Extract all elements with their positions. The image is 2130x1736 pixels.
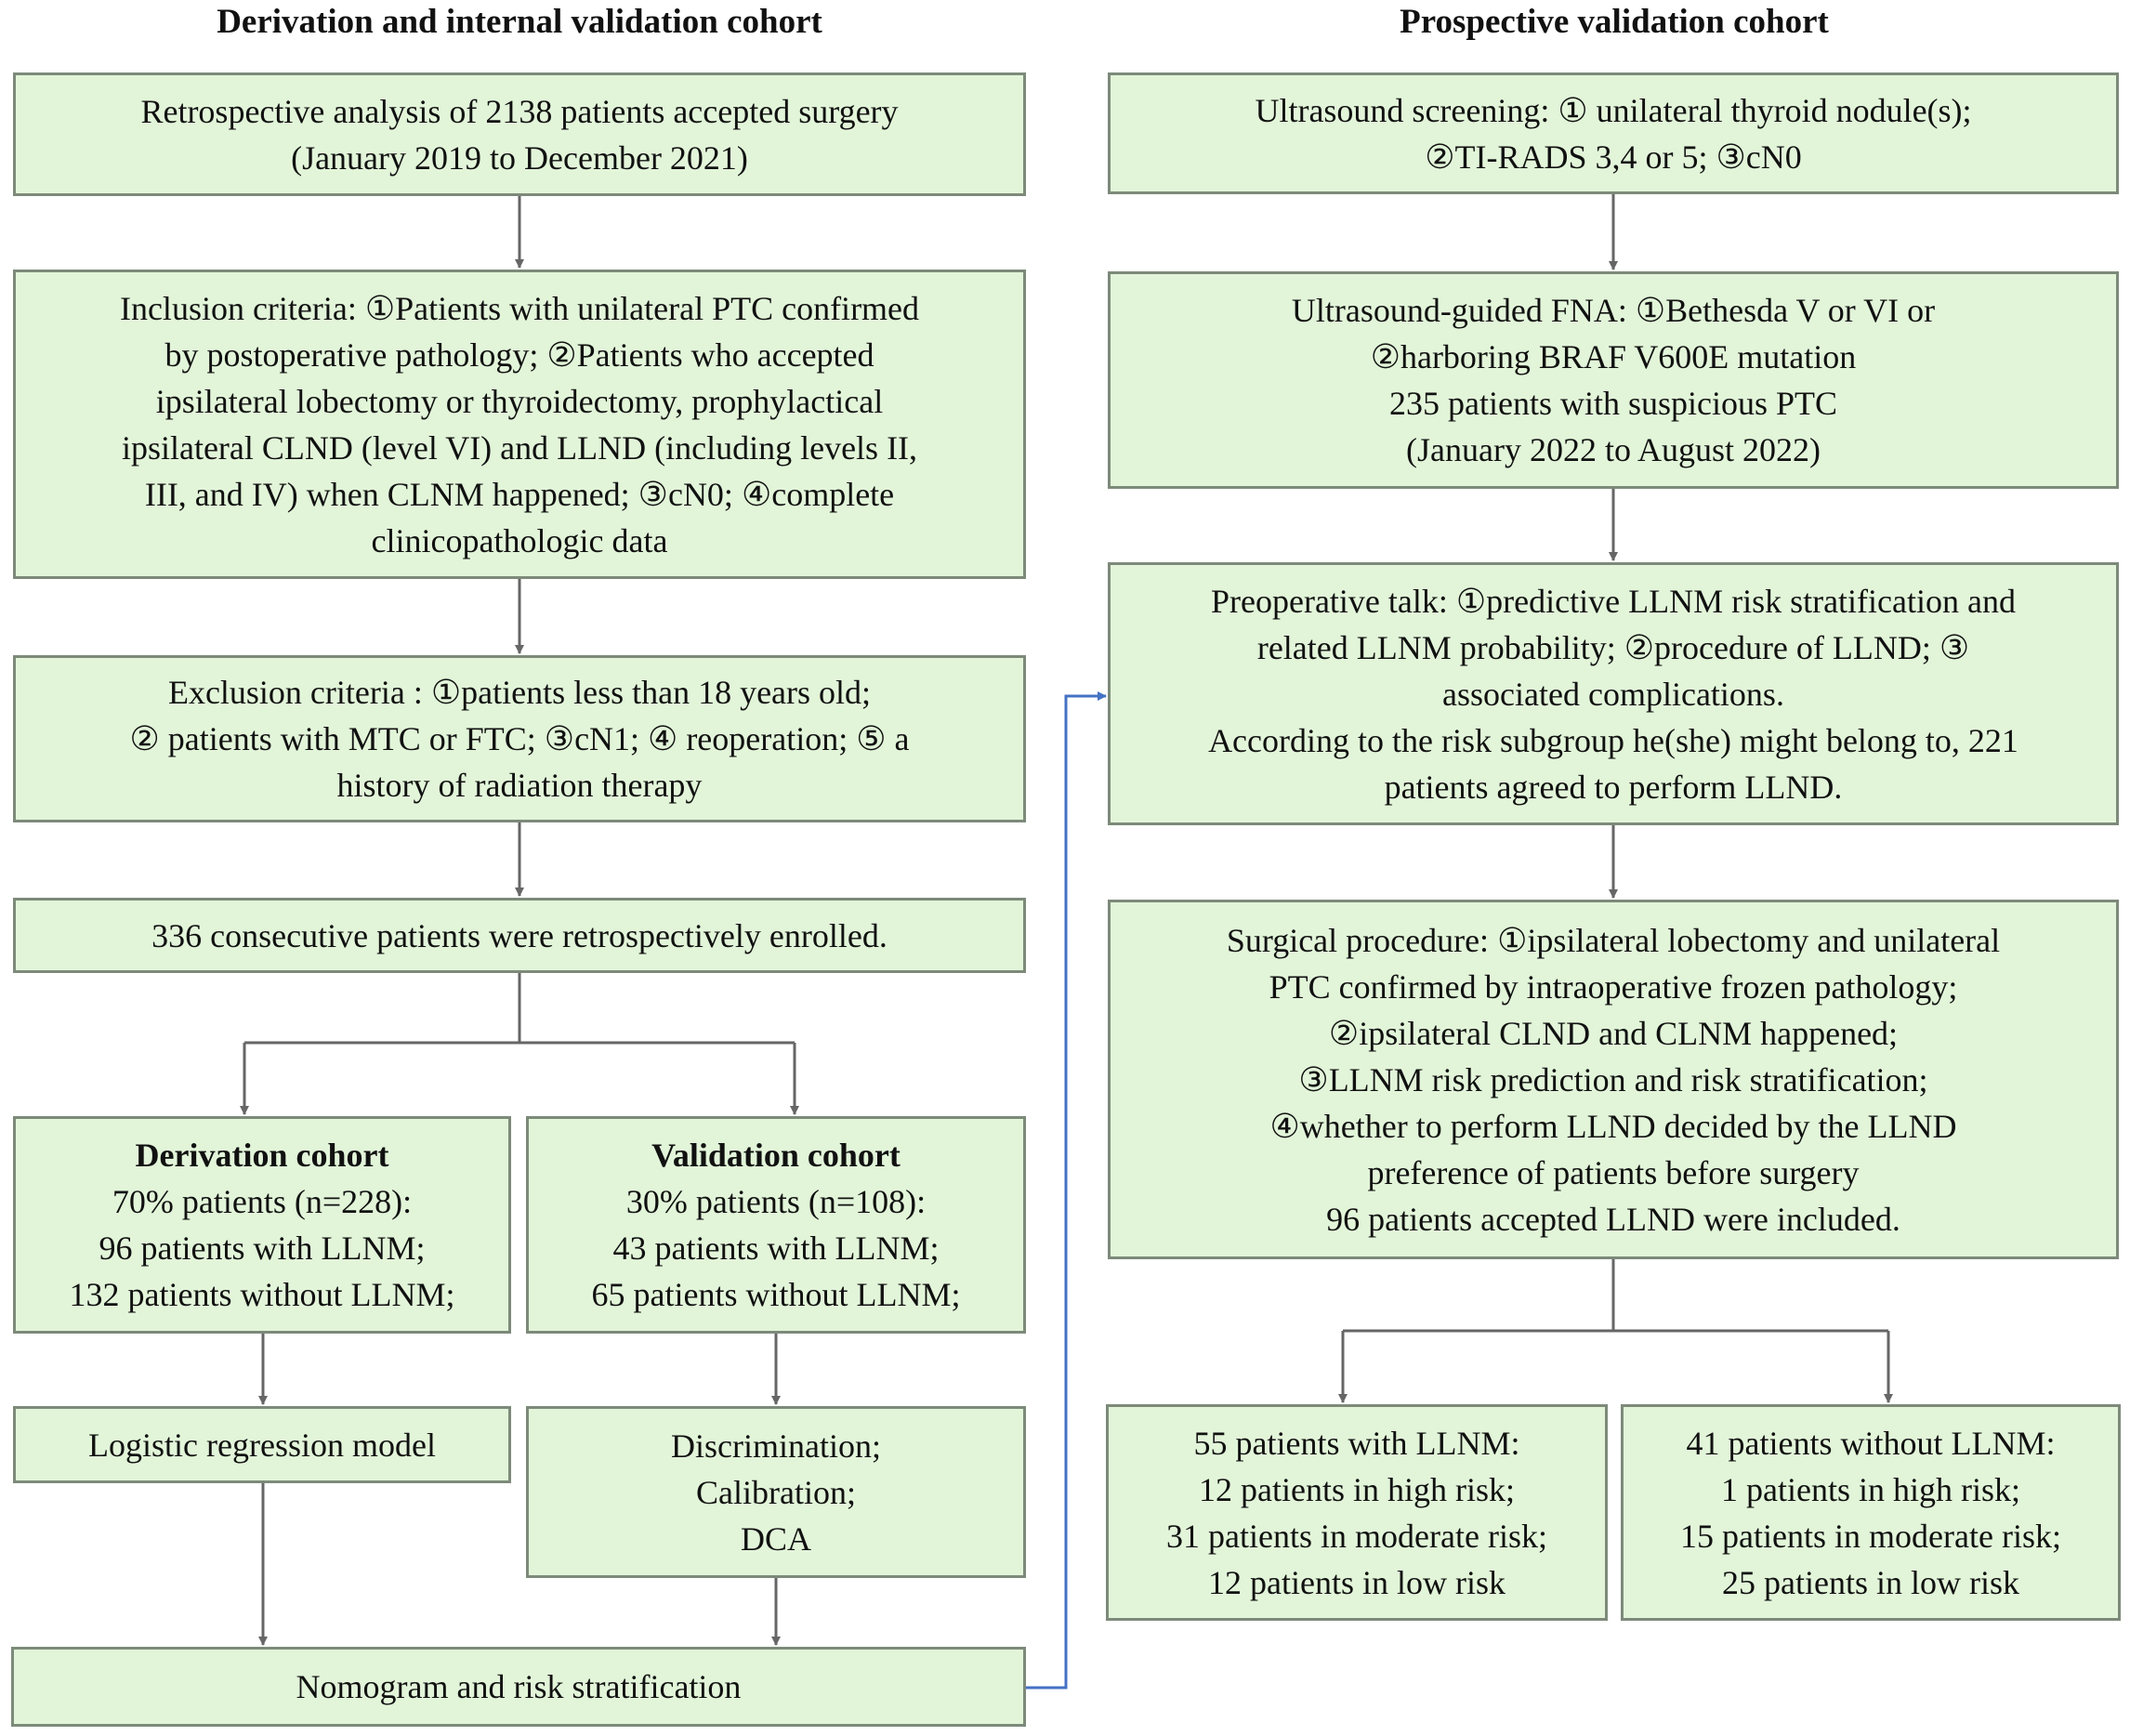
- derivation-line-2: 96 patients with LLNM;: [99, 1230, 426, 1267]
- left-header: Derivation and internal validation cohor…: [217, 3, 822, 41]
- right-header: Prospective validation cohort: [1400, 3, 1829, 41]
- inclusion-line-6: clinicopathologic data: [371, 521, 668, 559]
- validation-cohort-box: Validation cohort 30% patients (n=108): …: [526, 1116, 1026, 1334]
- exclusion-criteria-box: Exclusion criteria : ①patients less than…: [13, 655, 1026, 822]
- fna-line-1: Ultrasound-guided FNA: ①Bethesda V or VI…: [1291, 292, 1936, 329]
- without-llnm-line-3: 15 patients in moderate risk;: [1680, 1517, 2061, 1555]
- inclusion-criteria-box: Inclusion criteria: ①Patients with unila…: [13, 270, 1026, 579]
- ultrasound-line-2: ②TI-RADS 3,4 or 5; ③cN0: [1425, 138, 1802, 176]
- logistic-text: Logistic regression model: [88, 1426, 436, 1464]
- inclusion-line-5: III, and IV) when CLNM happened; ③cN0; ④…: [144, 475, 895, 513]
- retrospective-analysis-box: Retrospective analysis of 2138 patients …: [13, 72, 1026, 196]
- inclusion-line-2: by postoperative pathology; ②Patients wh…: [164, 335, 874, 374]
- discrimination-line-1: Discrimination;: [671, 1427, 881, 1465]
- surgical-line-7: 96 patients accepted LLND were included.: [1326, 1200, 1900, 1238]
- fna-line-4: (January 2022 to August 2022): [1406, 431, 1821, 468]
- validation-line-3: 65 patients without LLNM;: [591, 1276, 961, 1313]
- discrimination-line-2: Calibration;: [696, 1473, 856, 1511]
- inclusion-line-4: ipsilateral CLND (level VI) and LLND (in…: [121, 428, 918, 467]
- without-llnm-box: 41 patients without LLNM: 1 patients in …: [1621, 1404, 2121, 1621]
- inclusion-line-3: ipsilateral lobectomy or thyroidectomy, …: [155, 382, 884, 420]
- fna-box: Ultrasound-guided FNA: ①Bethesda V or VI…: [1108, 271, 2119, 489]
- fna-line-3: 235 patients with suspicious PTC: [1388, 385, 1837, 422]
- surgical-line-3: ②ipsilateral CLND and CLNM happened;: [1328, 1014, 1899, 1052]
- talk-line-2: related LLNM probability; ②procedure of …: [1256, 628, 1970, 666]
- without-llnm-line-2: 1 patients in high risk;: [1721, 1470, 2020, 1508]
- exclusion-line-3: history of radiation therapy: [336, 767, 703, 804]
- derivation-line-1: 70% patients (n=228):: [112, 1183, 413, 1220]
- link-nomogram-to-talk: [1026, 691, 1107, 1690]
- logistic-regression-box: Logistic regression model: [13, 1406, 511, 1483]
- surgical-line-4: ③LLNM risk prediction and risk stratific…: [1298, 1060, 1928, 1098]
- talk-line-1: Preoperative talk: ①predictive LLNM risk…: [1210, 582, 2016, 620]
- inclusion-line-1: Inclusion criteria: ①Patients with unila…: [119, 289, 920, 327]
- fna-line-2: ②harboring BRAF V600E mutation: [1370, 338, 1857, 375]
- enrolled-text: 336 consecutive patients were retrospect…: [151, 916, 888, 954]
- with-llnm-line-3: 31 patients in moderate risk;: [1166, 1517, 1547, 1555]
- ultrasound-screening-box: Ultrasound screening: ① unilateral thyro…: [1108, 72, 2119, 194]
- preoperative-talk-box: Preoperative talk: ①predictive LLNM risk…: [1108, 562, 2119, 825]
- with-llnm-line-1: 55 patients with LLNM:: [1193, 1424, 1520, 1462]
- retrospective-line-1: Retrospective analysis of 2138 patients …: [140, 92, 899, 130]
- with-llnm-box: 55 patients with LLNM: 12 patients in hi…: [1106, 1404, 1608, 1621]
- with-llnm-line-2: 12 patients in high risk;: [1199, 1470, 1515, 1508]
- derivation-title: Derivation cohort: [135, 1137, 389, 1174]
- exclusion-line-1: Exclusion criteria : ①patients less than…: [167, 674, 872, 711]
- derivation-cohort-box: Derivation cohort 70% patients (n=228): …: [13, 1116, 511, 1334]
- ultrasound-line-1: Ultrasound screening: ① unilateral thyro…: [1255, 91, 1972, 129]
- talk-line-4: According to the risk subgroup he(she) m…: [1208, 721, 2018, 759]
- exclusion-line-2: ② patients with MTC or FTC; ③cN1; ④ reop…: [129, 720, 910, 757]
- surgical-line-2: PTC confirmed by intraoperative frozen p…: [1269, 967, 1958, 1006]
- validation-title: Validation cohort: [651, 1137, 901, 1174]
- discrimination-box: Discrimination; Calibration; DCA: [526, 1406, 1026, 1578]
- discrimination-line-3: DCA: [740, 1519, 811, 1558]
- nomogram-text: Nomogram and risk stratification: [296, 1668, 742, 1705]
- retrospective-line-2: (January 2019 to December 2021): [291, 138, 748, 177]
- surgical-line-1: Surgical procedure: ①ipsilateral lobecto…: [1226, 921, 2001, 959]
- enrolled-box: 336 consecutive patients were retrospect…: [13, 898, 1026, 973]
- validation-line-1: 30% patients (n=108):: [625, 1183, 927, 1220]
- without-llnm-line-1: 41 patients without LLNM:: [1686, 1424, 2056, 1462]
- nomogram-box: Nomogram and risk stratification: [11, 1647, 1026, 1727]
- derivation-line-3: 132 patients without LLNM;: [69, 1276, 455, 1313]
- surgical-line-5: ④whether to perform LLND decided by the …: [1269, 1107, 1957, 1145]
- surgical-procedure-box: Surgical procedure: ①ipsilateral lobecto…: [1108, 900, 2119, 1259]
- talk-line-5: patients agreed to perform LLND.: [1384, 768, 1843, 806]
- talk-line-3: associated complications.: [1442, 675, 1784, 713]
- with-llnm-line-4: 12 patients in low risk: [1208, 1563, 1505, 1601]
- without-llnm-line-4: 25 patients in low risk: [1722, 1563, 2019, 1601]
- validation-line-2: 43 patients with LLNM;: [612, 1230, 940, 1267]
- surgical-line-6: preference of patients before surgery: [1367, 1153, 1860, 1191]
